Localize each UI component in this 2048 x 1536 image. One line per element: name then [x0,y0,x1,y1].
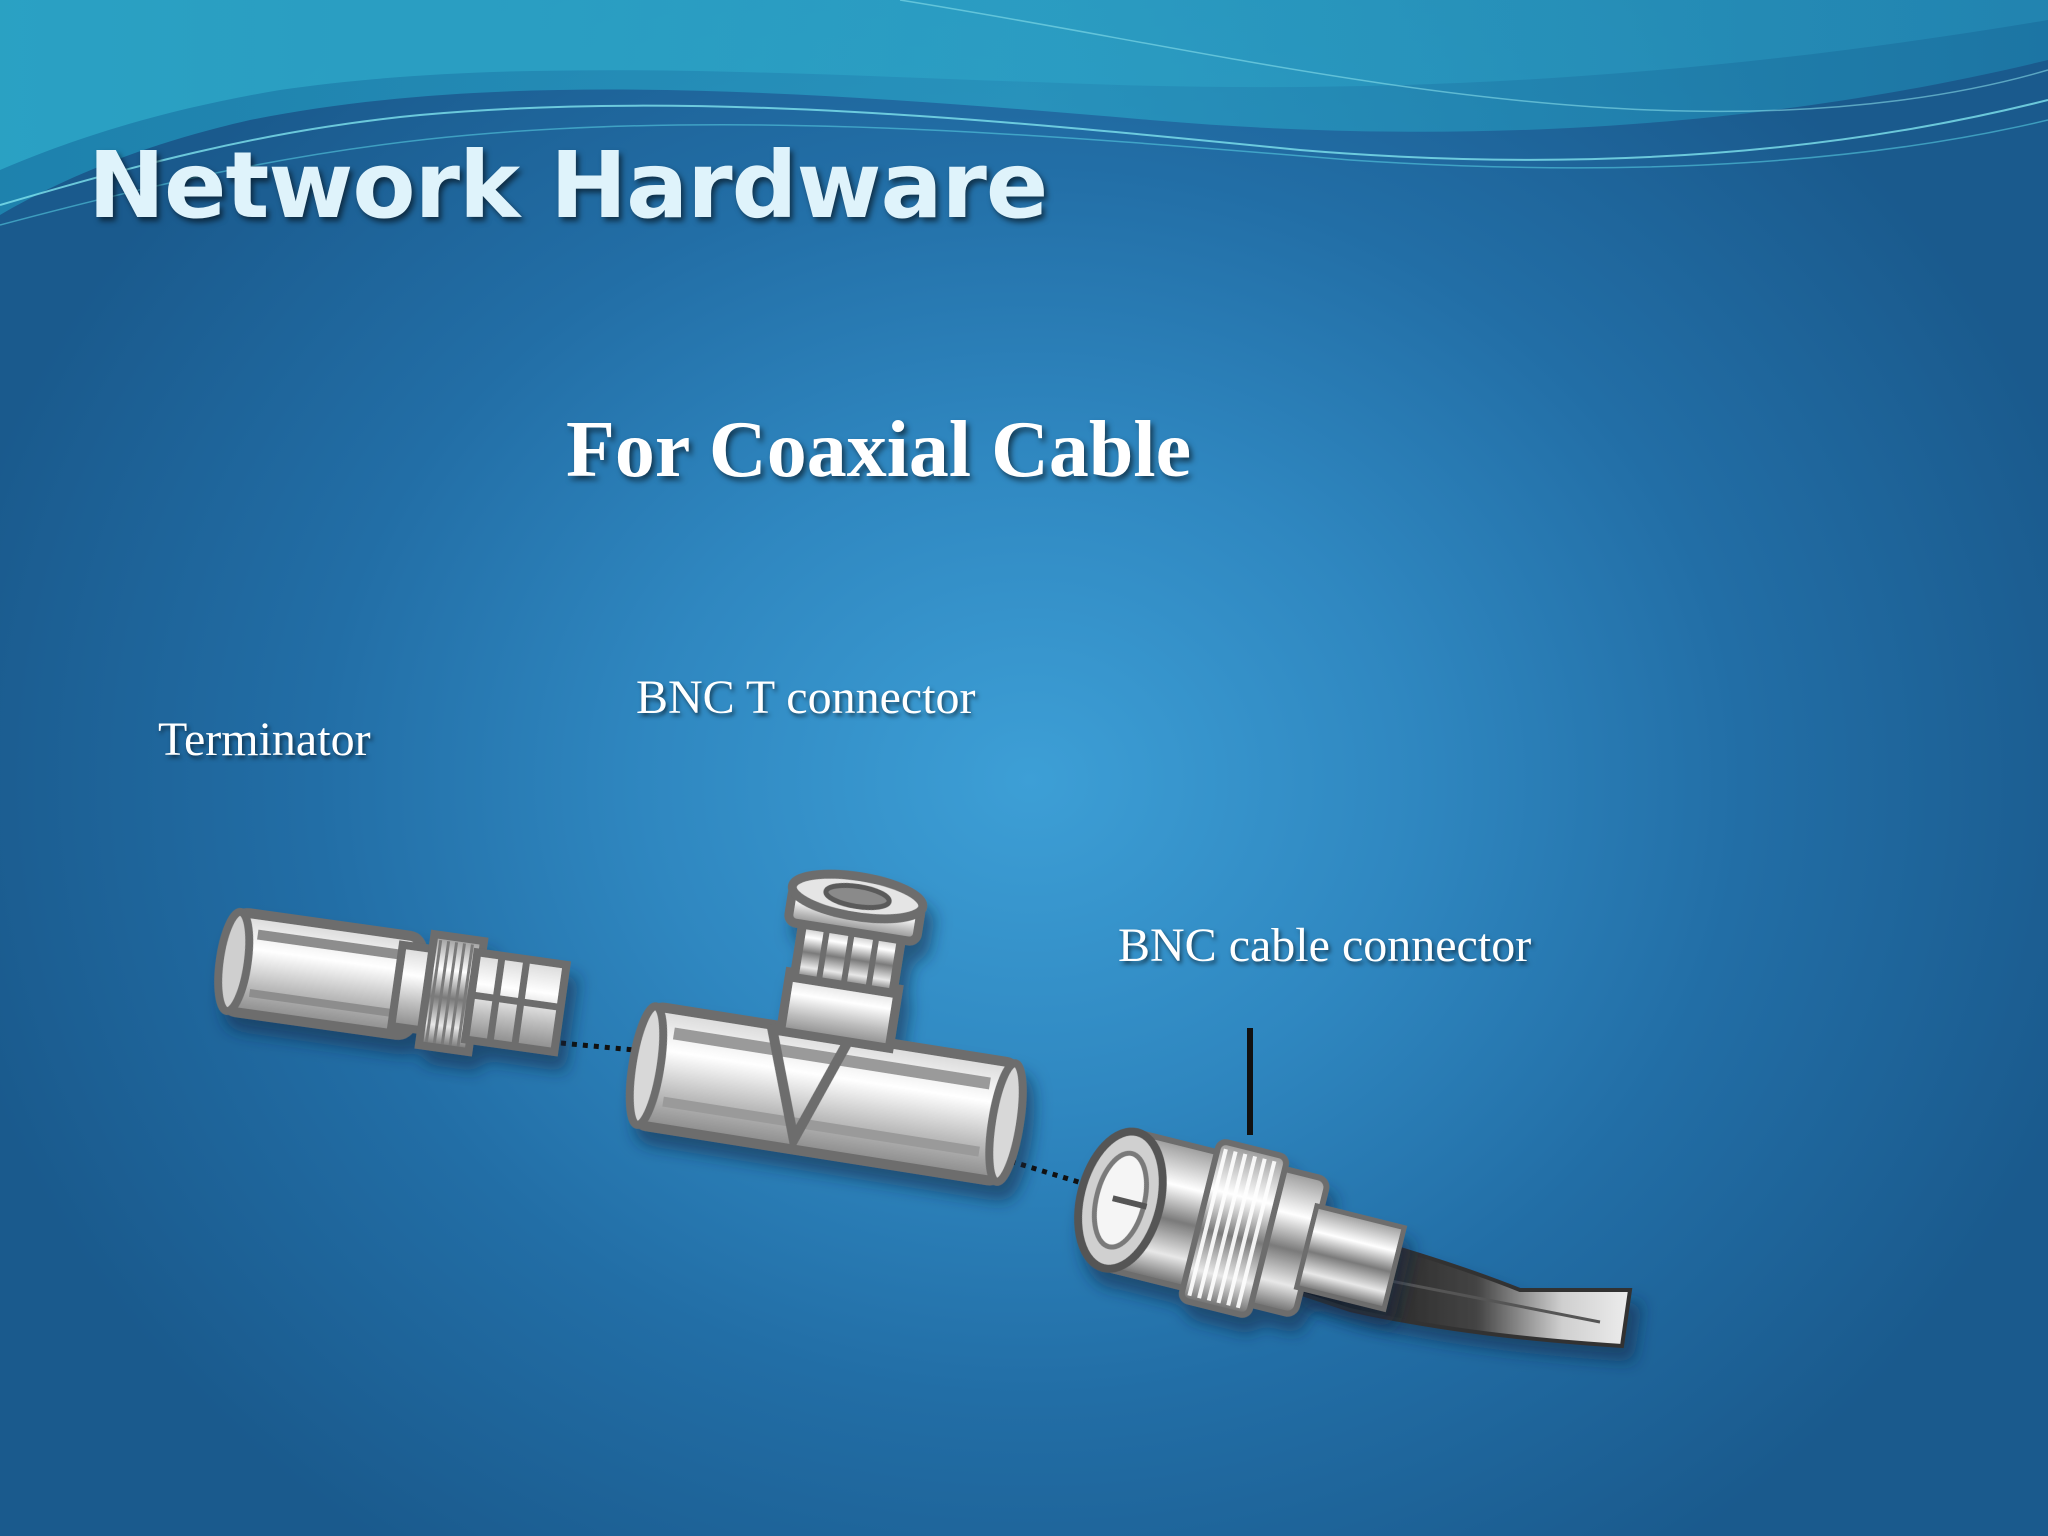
terminator-icon [214,907,572,1057]
slide-subtitle: For Coaxial Cable [566,406,1192,494]
terminator-label: Terminator [158,713,371,766]
bnc-t-connector-icon [625,869,1027,1186]
slide-title: Network Hardware [88,132,1048,239]
bnc-cable-connector-label: BNC cable connector [1118,919,1532,972]
bnc-cable-connector-icon [1074,1127,1408,1318]
bnc-t-connector-label: BNC T connector [636,671,976,724]
header-wave-decoration [0,0,2048,226]
